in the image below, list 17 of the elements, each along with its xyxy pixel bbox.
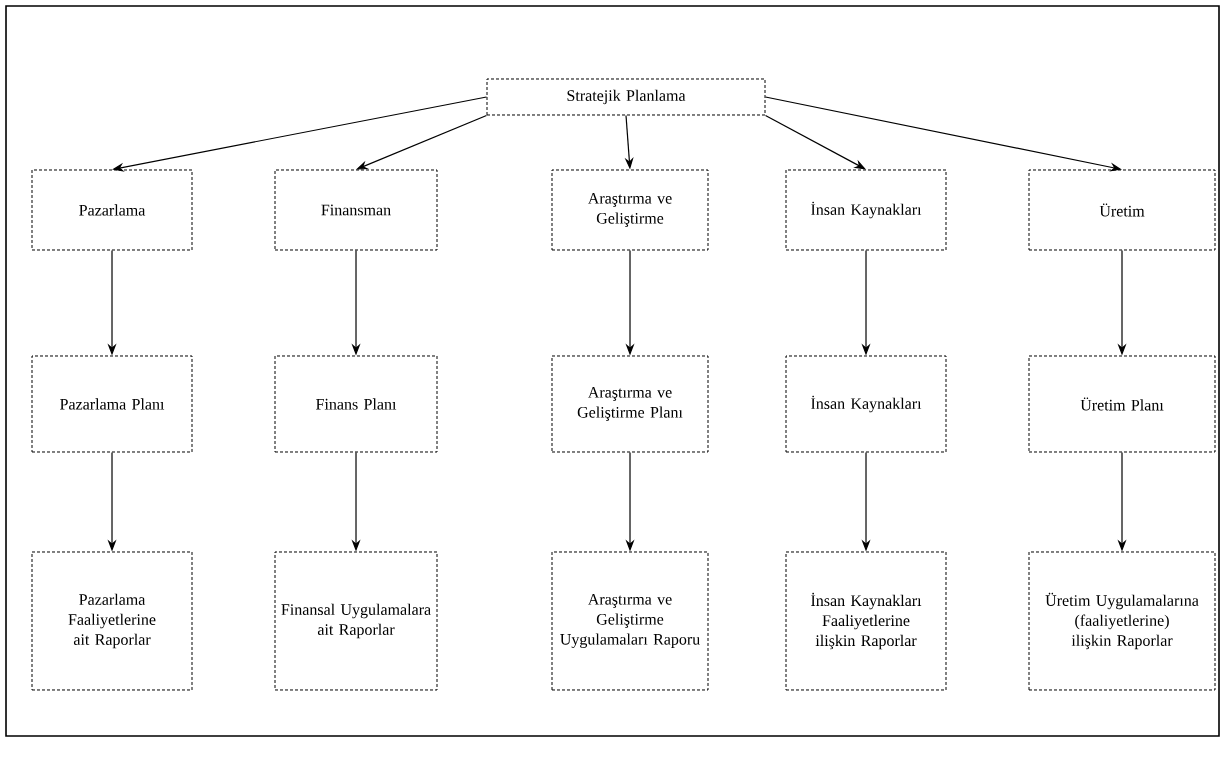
process-box: Finansal Uygulamalara ait Raporlar: [274, 551, 438, 691]
title-box: Stratejik Planlama: [486, 78, 766, 116]
process-box: Araştırma ve Geliştirme Planı: [551, 355, 709, 453]
process-box: Üretim Planı: [1028, 355, 1216, 453]
process-box: Finansman: [274, 169, 438, 251]
process-box: Üretim Uygulamalarına (faaliyetlerine) ilişkin Raporlar: [1028, 551, 1216, 691]
process-box: Finans Planı: [274, 355, 438, 453]
process-box: Araştırma ve Geliştirme: [551, 169, 709, 251]
arrow: [764, 114, 866, 170]
process-box: Pazarlama Planı: [31, 355, 193, 453]
process-box: İnsan Kaynakları: [785, 169, 947, 251]
process-box: Araştırma ve Geliştirme Uygulamaları Raporu: [551, 551, 709, 691]
process-box: İnsan Kaynakları Faaliyetlerine ilişkin Raporlar: [785, 551, 947, 691]
process-box: Pazarlama: [31, 169, 193, 251]
process-box: Üretim: [1028, 169, 1216, 251]
process-box: İnsan Kaynakları: [785, 355, 947, 453]
process-box: Pazarlama Faaliyetlerine ait Raporlar: [31, 551, 193, 691]
